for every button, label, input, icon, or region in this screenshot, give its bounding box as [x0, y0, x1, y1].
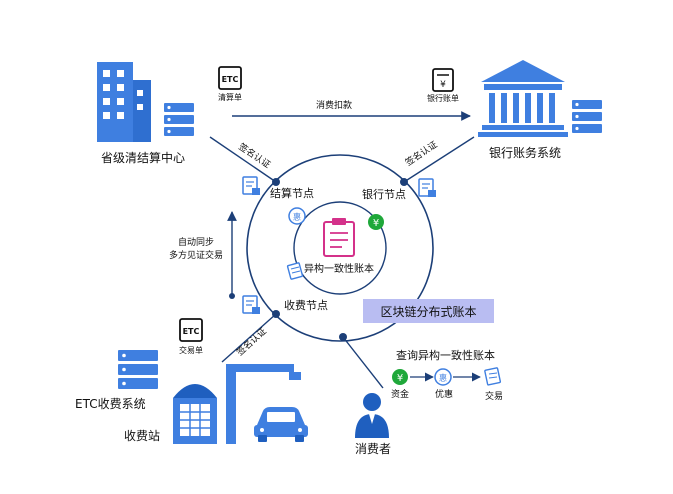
- discount-hui-glyph: 惠: [439, 373, 447, 383]
- sign-label-bottom-left: 签名认证: [234, 325, 269, 358]
- query-title: 查询异构一致性账本: [396, 348, 495, 362]
- trade-doc-etc-text: ETC: [183, 327, 200, 336]
- outer-ring: [246, 154, 434, 342]
- clearing-center-building-icon: [97, 62, 151, 142]
- trade-receipt-icon: [484, 367, 502, 386]
- toll-station-label: 收费站: [124, 429, 160, 443]
- toll-booth-icon: [173, 384, 217, 444]
- etc-doc-text: ETC: [222, 75, 239, 84]
- clearing-server-icon: [164, 103, 194, 136]
- consumer-dot: [339, 333, 347, 341]
- bank-node-dot: [400, 178, 408, 186]
- deduct-label: 消费扣款: [316, 99, 352, 111]
- etc-system-label: ETC收费系统: [75, 397, 146, 411]
- sign-label-top-left: 签名认证: [236, 141, 273, 171]
- consumer-person-icon: [355, 393, 389, 438]
- yen-glyph: ¥: [373, 218, 379, 229]
- hui-coupon-icon: 惠: [288, 207, 306, 225]
- edge-center-settlement: [209, 136, 277, 183]
- bank-server-icon: [572, 100, 602, 133]
- consumer-label: 消费者: [355, 442, 391, 456]
- flow-trade-label: 交易: [485, 390, 503, 402]
- settlement-node-label: 结算节点: [270, 186, 314, 200]
- edge-consumer-ring: [342, 336, 384, 389]
- ledger-center-label: 异构一致性账本: [304, 262, 374, 275]
- funds-yen-glyph: ¥: [397, 373, 403, 384]
- trade-doc-label: 交易单: [179, 345, 203, 355]
- bank-doc-label: 银行账单: [427, 93, 459, 103]
- discount-coupon-icon: 惠: [434, 368, 452, 386]
- connectors: [209, 111, 475, 389]
- yen-coin-icon: ¥: [368, 214, 384, 230]
- ledger-clipboard-icon: [323, 218, 355, 257]
- hui-glyph: 惠: [293, 212, 301, 222]
- clearing-doc-label: 清算单: [218, 92, 242, 102]
- toll-ledger-lock-icon: [242, 295, 260, 314]
- bank-system-label: 银行账务系统: [489, 145, 561, 160]
- bank-doc-icon: ¥: [432, 68, 454, 92]
- trade-doc-icon: ETC: [179, 318, 203, 342]
- flow-funds-label: 资金: [391, 388, 409, 400]
- sign-label-top-right: 签名认证: [403, 138, 440, 168]
- funds-coin-icon: ¥: [392, 369, 408, 385]
- toll-gate-barrier-icon: [226, 364, 301, 444]
- edge-etc-tollnode: [221, 313, 277, 363]
- car-icon: [254, 407, 308, 442]
- ledger-receipt-icon: [286, 262, 304, 280]
- clearing-center-label: 省级清结算中心: [101, 150, 185, 165]
- bank-doc-yen-glyph: ¥: [440, 80, 446, 90]
- sync-label-line1: 自动同步: [178, 236, 214, 248]
- edge-bank-banknode: [403, 136, 475, 183]
- bank-node-label: 银行节点: [362, 187, 406, 201]
- blockchain-ledger-label: 区块链分布式账本: [380, 304, 476, 319]
- etc-server-icon: [118, 350, 158, 389]
- blockchain-ledger-box: [363, 299, 494, 323]
- sync-label-line2: 多方见证交易: [169, 249, 223, 261]
- bank-building-icon: [478, 60, 568, 137]
- flow-discount-label: 优惠: [435, 388, 453, 400]
- toll-node-dot: [272, 310, 280, 318]
- clearing-doc-icon: ETC: [218, 66, 242, 90]
- bank-ledger-lock-icon: [418, 178, 436, 197]
- settlement-ledger-lock-icon: [242, 176, 260, 195]
- settlement-node-dot: [272, 178, 280, 186]
- toll-node-label: 收费节点: [284, 298, 328, 312]
- sync-arrow-tail-dot: [229, 293, 235, 299]
- inner-ring: [293, 201, 387, 295]
